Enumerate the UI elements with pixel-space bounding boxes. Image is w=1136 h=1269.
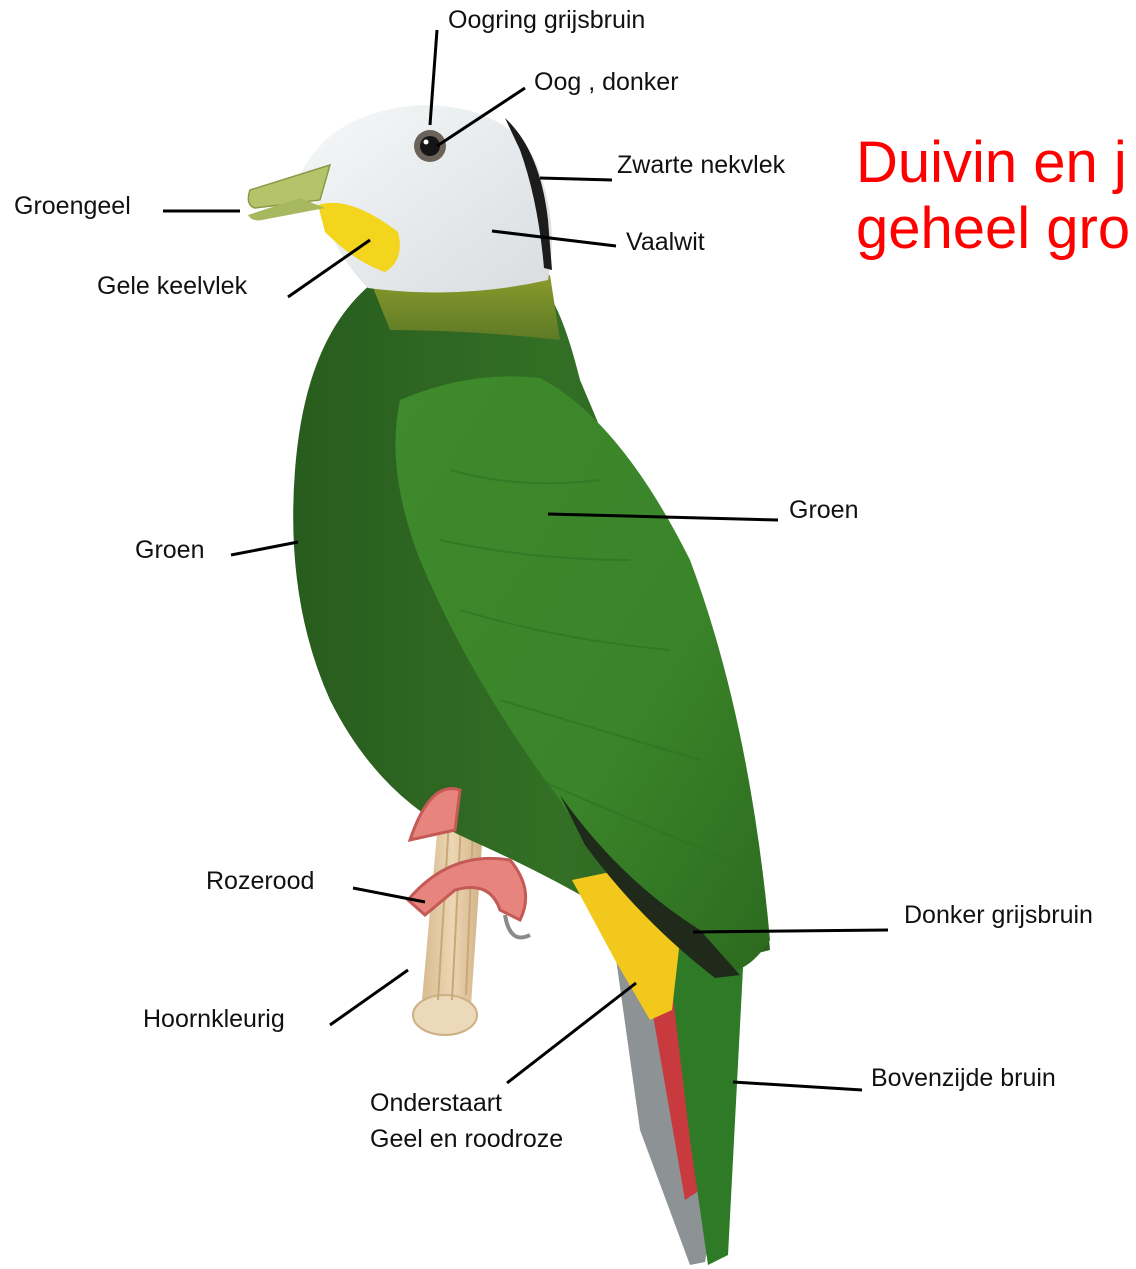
label-keelvlek: Gele keelvlek [97,271,247,301]
label-staart: Bovenzijde bruin [871,1063,1056,1093]
leader-onderstaart [507,983,636,1083]
label-stok: Hoornkleurig [143,1004,285,1034]
label-poten: Rozerood [206,866,314,896]
label-nekvlek: Zwarte nekvlek [617,150,785,180]
eye [414,130,446,162]
label-oogring: Oogring grijsbruin [448,5,645,35]
label-onderstaart: Onderstaart Geel en roodroze [370,1085,563,1157]
label-oog: Oog , donker [534,67,679,97]
page-title: Duivin en j geheel gro [856,130,1130,262]
leader-borst [231,542,298,555]
label-onderstaart-line-1: Onderstaart [370,1085,563,1121]
label-vleugelrand: Donker grijsbruin [904,900,1093,930]
title-line-2: geheel gro [856,196,1130,262]
label-vleugel: Groen [789,495,858,525]
leader-vleugelrand [693,930,888,932]
leader-staart [733,1082,862,1090]
label-snavel: Groengeel [14,191,131,221]
title-line-1: Duivin en j [856,130,1130,196]
leader-stok [330,970,408,1025]
label-borst: Groen [135,535,204,565]
label-onderstaart-line-2: Geel en roodroze [370,1121,563,1157]
leader-nekvlek [540,178,612,180]
label-kop: Vaalwit [626,227,705,257]
